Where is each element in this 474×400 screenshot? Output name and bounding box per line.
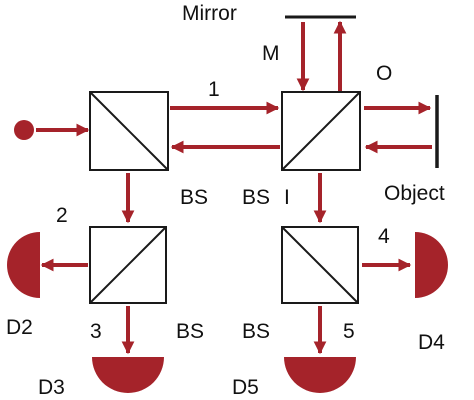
light-source	[14, 120, 34, 140]
label-path-2: 2	[56, 204, 68, 227]
label-d5: D5	[232, 376, 259, 399]
label-path-5: 5	[343, 320, 355, 343]
label-m: M	[262, 42, 280, 65]
detector-d4	[415, 232, 448, 298]
label-path-4: 4	[378, 225, 390, 248]
detector-d2	[7, 232, 40, 298]
object-label: Object	[384, 182, 445, 205]
label-d3: D3	[38, 376, 65, 399]
detector-d5	[284, 357, 356, 393]
label-o: O	[376, 62, 392, 85]
beam-splitter-center	[281, 91, 361, 171]
label-d4: D4	[418, 331, 445, 354]
beam-splitter-bottom-right	[281, 226, 359, 304]
label-bs-center-left: BS	[180, 186, 208, 209]
label-d2: D2	[6, 316, 33, 339]
label-path-3: 3	[90, 320, 102, 343]
label-bs-bottom-right: BS	[242, 320, 270, 343]
beam-splitter-bottom-left	[89, 226, 167, 304]
mirror-label: Mirror	[182, 2, 237, 25]
label-i: I	[284, 186, 290, 209]
label-bs-bottom-left: BS	[176, 320, 204, 343]
label-path-1: 1	[208, 78, 220, 101]
beam-splitter-left	[89, 91, 169, 171]
label-bs-center-right: BS	[242, 186, 270, 209]
detector-d3	[92, 357, 164, 393]
